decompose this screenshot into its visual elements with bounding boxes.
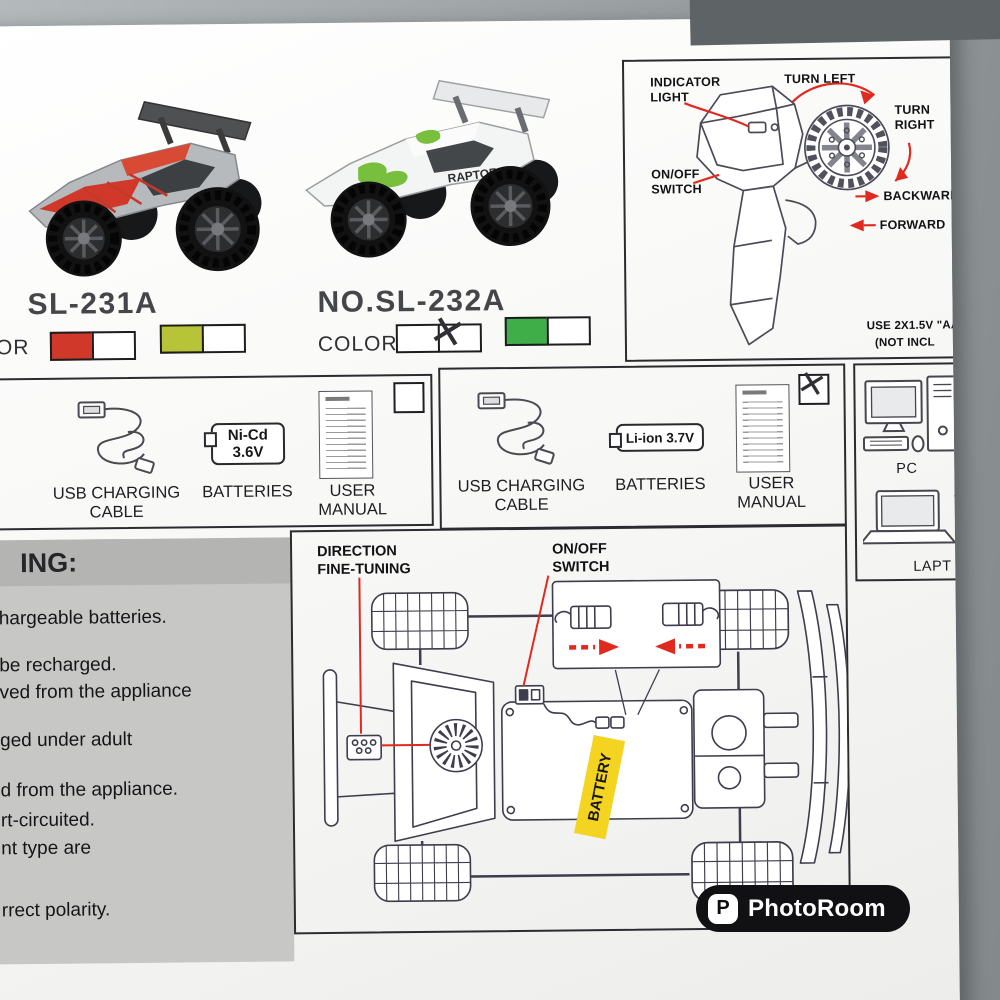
batteries-label: BATTERIES: [202, 482, 293, 502]
battery-plug-drawing: [661, 602, 720, 627]
kit-1-checkbox: [393, 381, 425, 414]
warning-line: ved from the appliance: [0, 680, 192, 704]
devices-panel: PC LAPT: [853, 361, 961, 582]
mouse-icon: [957, 505, 961, 524]
chassis-red-callouts: [358, 575, 706, 747]
swatch-green: [504, 316, 549, 347]
steering-wheel-drawing: [804, 104, 890, 191]
warning-line: hargeable batteries.: [0, 606, 167, 630]
model-2-color-label: COLOR: [317, 332, 398, 357]
warning-section: ING: hargeable batteries. be recharged. …: [0, 537, 295, 965]
model-1-swatch-green: [159, 323, 246, 354]
swatch-red: [49, 331, 95, 361]
chassis-drawing: BATTERY: [322, 575, 850, 903]
car-1-image: [28, 100, 262, 277]
battery-pack-liion: Li-ion 3.7V: [615, 423, 705, 452]
front-bumper: [322, 669, 339, 827]
photoroom-watermark: P PhotoRoom: [696, 885, 910, 932]
model-1-color-label: OR: [0, 336, 30, 360]
trim-connector: [346, 734, 383, 761]
manual-sheet: RAPTOR SL-231A OR NO.SL-232A COLOR ✕: [0, 16, 961, 1000]
swatch-check-box: [201, 323, 246, 354]
label-backward: BACKWARD: [883, 188, 960, 204]
warning-line: be recharged.: [0, 654, 117, 677]
usb-cable-icon: [77, 401, 155, 474]
car-2-front-wheel: [330, 181, 407, 258]
keyboard-icon: [862, 435, 910, 452]
battery-plug-drawing: [554, 605, 612, 630]
tire-front-left: [370, 591, 469, 651]
user-manual-icon: [318, 390, 374, 480]
car-1-rear-wheel: [175, 187, 260, 272]
label-turn-left: TURN LEFT: [784, 71, 856, 87]
user-manual-icon: [735, 384, 791, 473]
swatch-check-box: [91, 330, 136, 361]
car-1-front-wheel: [45, 200, 122, 277]
warning-line: d from the appliance.: [0, 778, 179, 802]
photoroom-logo-icon: P: [708, 893, 738, 924]
warning-title: ING:: [20, 547, 78, 579]
kit-2-check-mark: ✕: [793, 363, 830, 407]
warning-line: rrect polarity.: [1, 899, 111, 922]
car-2-image: RAPTOR: [305, 79, 559, 258]
warning-line: nt type are: [1, 837, 92, 860]
photoroom-brand-text: PhotoRoom: [748, 894, 886, 922]
model-2-number: NO.SL-232A: [317, 284, 507, 320]
battery-note-line-1: USE 2X1.5V "AA: [866, 319, 960, 333]
remote-arrowheads: [849, 90, 909, 232]
rear-wing-blade: [796, 590, 828, 864]
battery-tag: BATTERY: [574, 734, 626, 840]
pc-laptop-icons: [861, 375, 961, 545]
car-2-rear-wheel: [470, 166, 551, 247]
model-1-number: SL-231A: [27, 286, 159, 322]
kit-2-checkbox: ✕: [793, 363, 830, 407]
usb-cable-icon: [477, 392, 555, 465]
label-forward: FORWARD: [879, 217, 946, 233]
pc-label: PC: [896, 460, 918, 478]
swatch-green: [159, 324, 205, 354]
rear-wing-blade: [825, 603, 850, 854]
background-shadow-edge: [689, 0, 1000, 46]
battery-note-line-2: (NOT INCL: [874, 336, 935, 350]
tower-icon: [926, 375, 960, 452]
model-1-swatch-red: [49, 330, 136, 361]
laptop-label: LAPT: [913, 558, 952, 575]
model-2-swatch-green: [504, 316, 591, 347]
remote-drawing: [684, 82, 912, 346]
tire-front-right: [373, 843, 472, 903]
warning-line: rt-circuited.: [0, 809, 95, 832]
batteries-label: BATTERIES: [615, 475, 706, 494]
swatch-check-box: [546, 316, 591, 346]
warning-line: ged under adult: [0, 729, 133, 752]
mouse-icon: [911, 435, 925, 453]
